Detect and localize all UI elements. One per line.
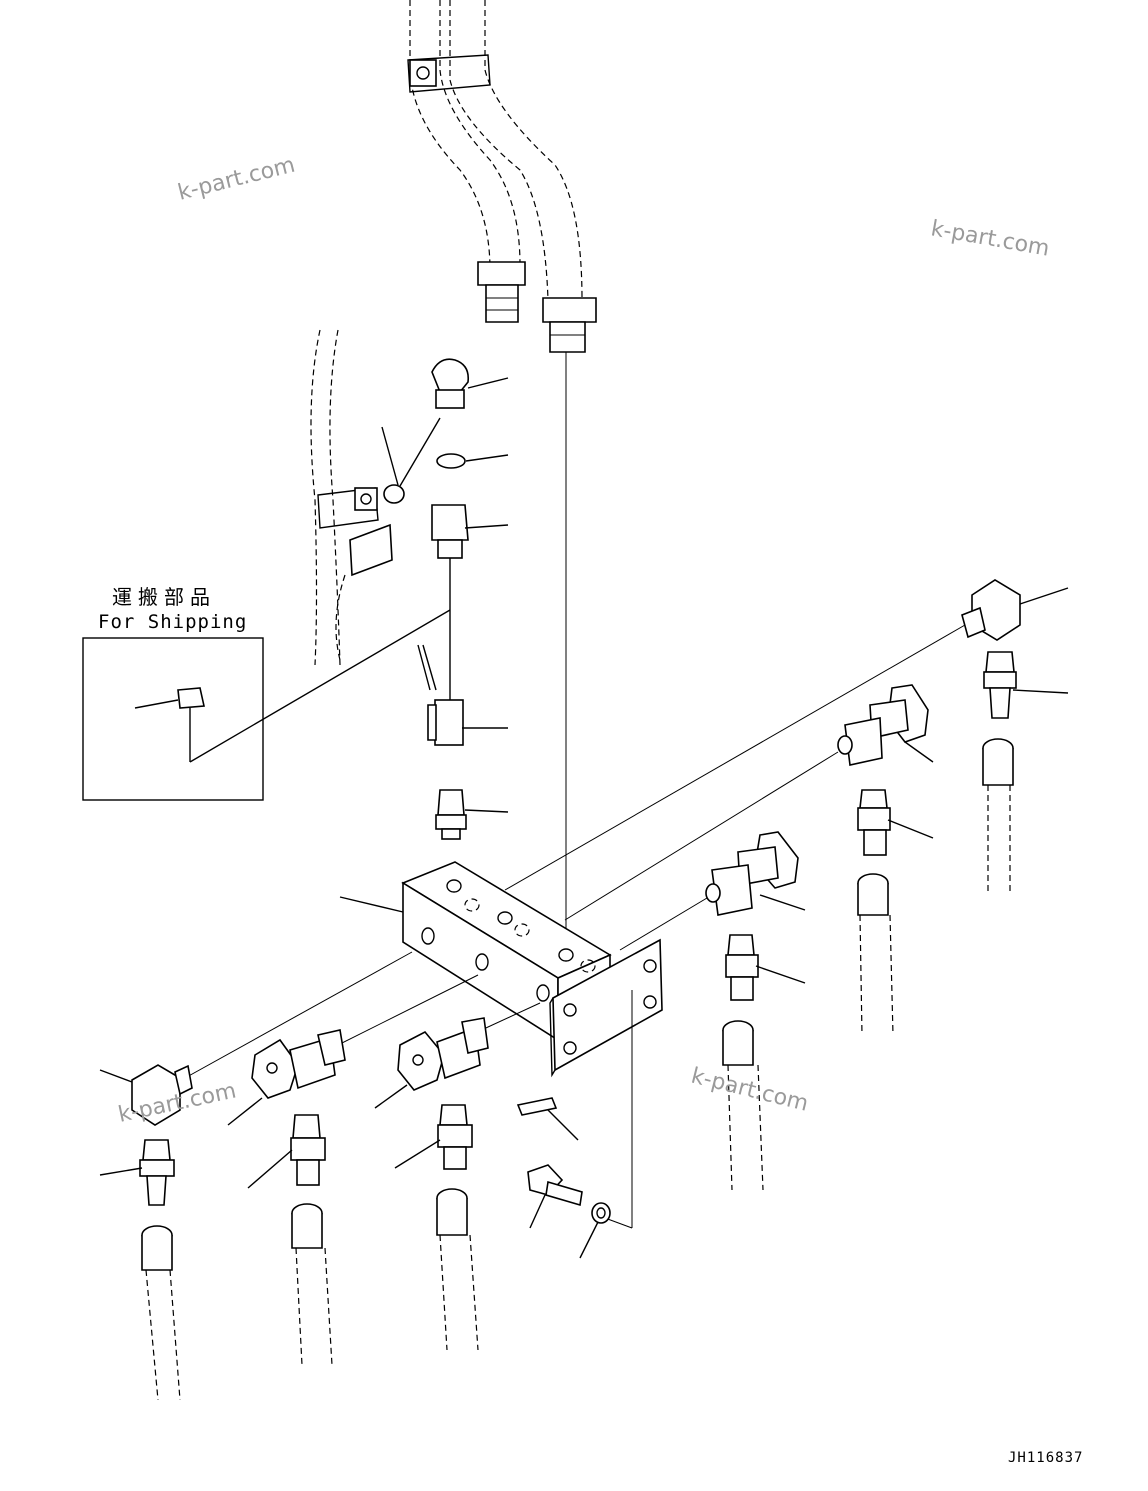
tee-fitting-left-2: [374, 1017, 489, 1109]
hose-clamp-right: [542, 297, 597, 955]
hose-right-2: [857, 873, 894, 1036]
elbow-fitting-top: [431, 358, 509, 409]
side-hose: [310, 329, 393, 666]
ball-valve: [417, 644, 508, 746]
hose-left-3: [436, 1188, 479, 1351]
watermark-2: k-part.com: [929, 216, 1051, 261]
tee-fitting-right-1: [837, 684, 934, 766]
nipple-right-2: [857, 789, 934, 856]
drawing-code: JH116837: [1008, 1450, 1083, 1466]
elbow-block-right: [961, 579, 1069, 641]
nipple-right-1: [983, 651, 1069, 719]
watermark-4: k-part.com: [689, 1064, 811, 1117]
upper-hoses: [407, 0, 583, 301]
nipple-right-3: [725, 934, 806, 1001]
adapter-fitting: [431, 504, 509, 700]
bolt: [527, 1164, 583, 1229]
nipple-fitting: [435, 789, 509, 840]
tee-fitting-right-2: [705, 831, 806, 916]
nipple-left-3: [394, 1104, 473, 1170]
hose-left-1: [141, 1225, 181, 1401]
shipping-label-jp: 運搬部品: [112, 585, 216, 609]
shipping-box: 運搬部品 For Shipping: [82, 585, 451, 801]
tee-fitting-left-1: [227, 1029, 346, 1126]
hose-left-2: [291, 1203, 333, 1366]
nipple-left-2: [247, 1114, 326, 1189]
mounting-plate: [549, 938, 663, 1078]
shim-plate: [516, 1097, 579, 1141]
washer: [579, 1202, 611, 1259]
hose-right-1: [982, 738, 1014, 895]
hose-clamp-left: [477, 261, 526, 323]
nipple-left-1: [99, 1139, 175, 1206]
leader-lines: [184, 624, 966, 1229]
elbow-block-left: [99, 1064, 193, 1126]
shipping-label-en: For Shipping: [98, 611, 247, 633]
hose-right-3: [722, 1020, 764, 1191]
o-ring: [436, 453, 509, 469]
o-ring-side: [381, 417, 441, 504]
watermark-1: k-part.com: [175, 153, 297, 206]
manifold-block: [339, 861, 612, 1042]
